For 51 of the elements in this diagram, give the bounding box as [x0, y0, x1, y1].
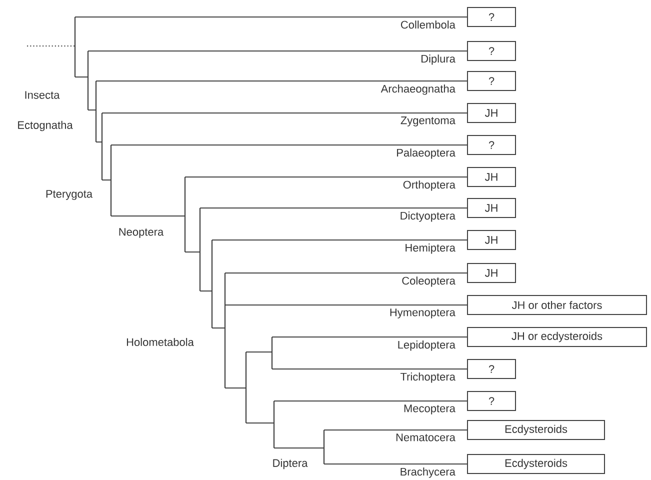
branch-line [185, 176, 467, 178]
branch-line [324, 429, 467, 431]
branch-line [75, 16, 467, 18]
branch-line [111, 144, 467, 146]
hormone-box: ? [467, 391, 516, 411]
taxon-label: Collembola [401, 20, 456, 29]
taxon-label: Lepidoptera [398, 340, 456, 351]
hormone-box: Ecdysteroids [467, 454, 605, 474]
hormone-box: JH [467, 230, 516, 250]
branch-line [200, 207, 467, 209]
clade-label: Diptera [273, 458, 308, 470]
hormone-box: JH or ecdysteroids [467, 327, 647, 347]
taxon-label: Nematocera [396, 434, 456, 442]
hormone-box: ? [467, 7, 516, 27]
hormone-box: ? [467, 71, 516, 91]
taxon-label: Mecoptera [404, 404, 456, 414]
hormone-box: JH [467, 198, 516, 218]
taxon-label: Orthoptera [403, 180, 456, 191]
branch-line [102, 112, 467, 114]
taxon-label: Archaeognatha [380, 84, 456, 95]
branch-line [272, 336, 467, 338]
clade-label: Pterygota [46, 190, 93, 200]
clade-label: Holometabola [126, 338, 194, 346]
branch-line [212, 239, 467, 241]
hormone-box: ? [467, 41, 516, 61]
taxon-label: Palaeoptera [397, 148, 456, 159]
hormone-box: Ecdysteroids [467, 420, 605, 440]
branch-line [225, 272, 467, 274]
taxon-label: Diplura [422, 54, 456, 65]
hormone-box: ? [467, 135, 516, 155]
branch-line [324, 463, 467, 465]
taxon-label: Brachycera [400, 468, 456, 478]
branch-line [274, 400, 467, 402]
taxon-label: Hymenoptera [390, 308, 456, 318]
clade-label: Insecta [25, 91, 60, 99]
hormone-box: JH or other factors [467, 295, 647, 315]
taxon-label: Zygentoma [400, 116, 456, 126]
clade-label: Ectognatha [18, 120, 73, 132]
taxon-label: Hemiptera [406, 244, 456, 254]
taxon-label: Dictyoptera [400, 212, 456, 222]
branch-line [272, 368, 467, 370]
branch-line [88, 50, 467, 52]
clade-label: Neoptera [119, 228, 164, 238]
hormone-box: ? [467, 359, 516, 379]
taxon-label: Coleoptera [402, 276, 456, 287]
taxon-label: Trichoptera [400, 372, 456, 383]
branch-line [225, 304, 467, 306]
hormone-box: JH [467, 103, 516, 123]
hormone-box: JH [467, 167, 516, 187]
hormone-box: JH [467, 263, 516, 283]
branch-line [96, 80, 467, 82]
